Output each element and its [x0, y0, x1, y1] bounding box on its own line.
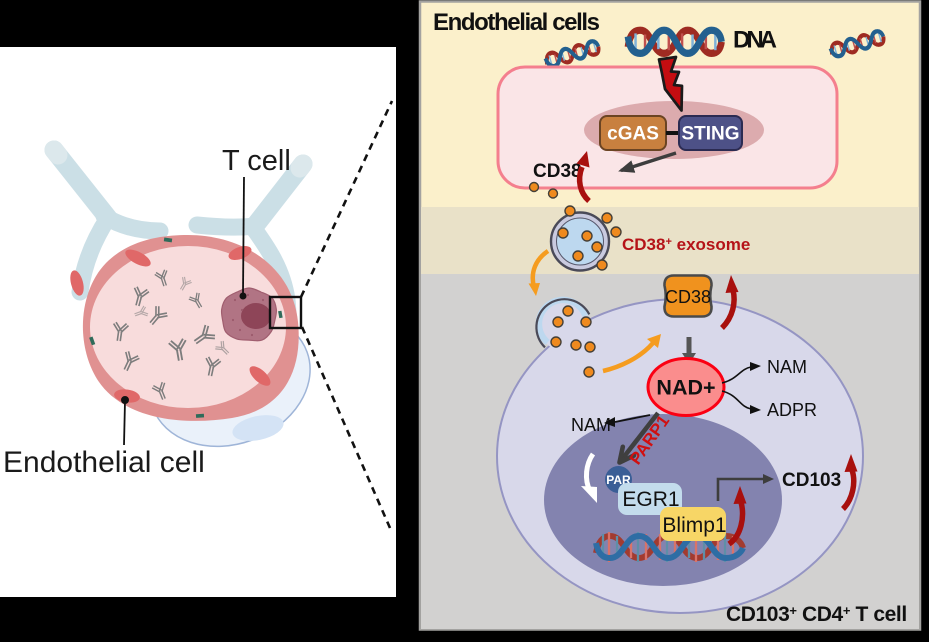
svg-text:STING: STING	[681, 124, 739, 145]
svg-text:NAD+: NAD+	[656, 376, 715, 400]
svg-text:Endothelial cell: Endothelial cell	[3, 446, 205, 479]
svg-text:Endothelial cells: Endothelial cells	[433, 9, 600, 36]
svg-text:cGAS: cGAS	[607, 124, 659, 145]
svg-text:CD103: CD103	[782, 470, 841, 491]
svg-text:CD103+ CD4+ T cell: CD103+ CD4+ T cell	[726, 603, 907, 626]
svg-text:Blimp1: Blimp1	[662, 514, 726, 537]
svg-text:CD38: CD38	[665, 287, 711, 307]
svg-text:ADPR: ADPR	[767, 400, 817, 420]
svg-text:NAM: NAM	[767, 357, 807, 377]
svg-text:EGR1: EGR1	[622, 488, 679, 511]
svg-text:DNA: DNA	[733, 27, 777, 54]
svg-text:T cell: T cell	[222, 145, 291, 177]
svg-text:CD38+ exosome: CD38+ exosome	[622, 235, 750, 254]
svg-text:NAM: NAM	[571, 415, 611, 435]
svg-text:CD38: CD38	[533, 161, 582, 182]
